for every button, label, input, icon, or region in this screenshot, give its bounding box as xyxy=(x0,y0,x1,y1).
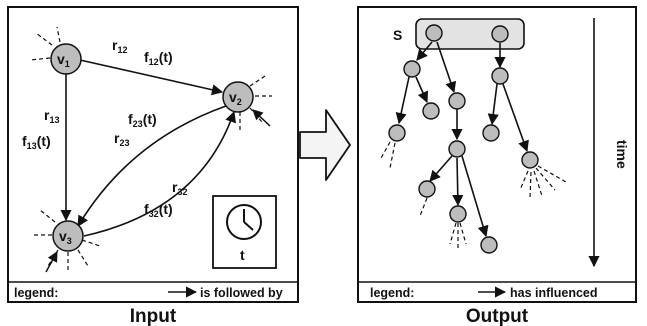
label-r13: r13 xyxy=(44,107,59,125)
cascade-node xyxy=(403,60,421,78)
cascade-nodes xyxy=(388,24,539,254)
seed-node-2 xyxy=(491,25,509,43)
cascade-node xyxy=(448,140,466,158)
svg-text:v1: v1 xyxy=(57,51,70,69)
label-r23: r23 xyxy=(114,130,129,148)
external-arrow-v2 xyxy=(252,109,271,127)
input-legend-label: legend: xyxy=(14,286,58,300)
input-to-output-arrow xyxy=(299,109,351,181)
cascade-node xyxy=(418,180,436,198)
seed-set-label: S xyxy=(393,27,402,43)
label-f12: f12(t) xyxy=(144,49,173,67)
label-r32: r32 xyxy=(172,179,187,197)
label-f32: f32(t) xyxy=(144,201,173,219)
svg-text:v2: v2 xyxy=(229,89,242,107)
clock-icon xyxy=(226,204,262,240)
edge-v2-v3 xyxy=(77,105,227,227)
cascade-node xyxy=(482,124,500,142)
cascade-node xyxy=(422,102,440,120)
edge-v1-v2 xyxy=(79,59,224,96)
seed-node-1 xyxy=(425,24,443,42)
cascade-node xyxy=(388,124,406,142)
node-v1-activity-spikes xyxy=(29,26,61,61)
output-panel-frame xyxy=(357,6,637,303)
output-legend-text: has influenced xyxy=(510,286,598,300)
output-caption: Output xyxy=(466,306,529,326)
label-f23: f23(t) xyxy=(128,111,157,129)
cascade-node xyxy=(480,236,498,254)
label-f13: f13(t) xyxy=(22,133,51,151)
cascade-node xyxy=(448,92,466,110)
node-v1: v1 xyxy=(50,43,82,75)
cascade-activity-spikes xyxy=(379,141,567,248)
cascade-node xyxy=(449,205,467,223)
input-caption: Input xyxy=(130,306,177,326)
node-v3: v3 xyxy=(52,220,84,252)
svg-text:v3: v3 xyxy=(59,228,72,246)
label-r12: r12 xyxy=(112,37,127,55)
cascade-node xyxy=(491,67,509,85)
external-arrow-v3 xyxy=(45,251,58,273)
output-legend-label: legend: xyxy=(370,286,414,300)
clock-box: t xyxy=(212,195,277,269)
input-panel: v1 v2 v3 r12 f12(t) r13 f13(t) f23(t) r2… xyxy=(7,6,299,303)
cascade-edges xyxy=(395,41,529,238)
cascade-node xyxy=(521,151,539,169)
node-v3-activity-spikes xyxy=(34,209,101,272)
node-v2: v2 xyxy=(222,81,254,113)
output-panel: S xyxy=(357,6,637,303)
input-legend-text: is followed by xyxy=(200,286,283,300)
time-label: time xyxy=(614,140,630,169)
edge-v3-v2 xyxy=(83,110,236,237)
clock-label: t xyxy=(240,247,245,263)
